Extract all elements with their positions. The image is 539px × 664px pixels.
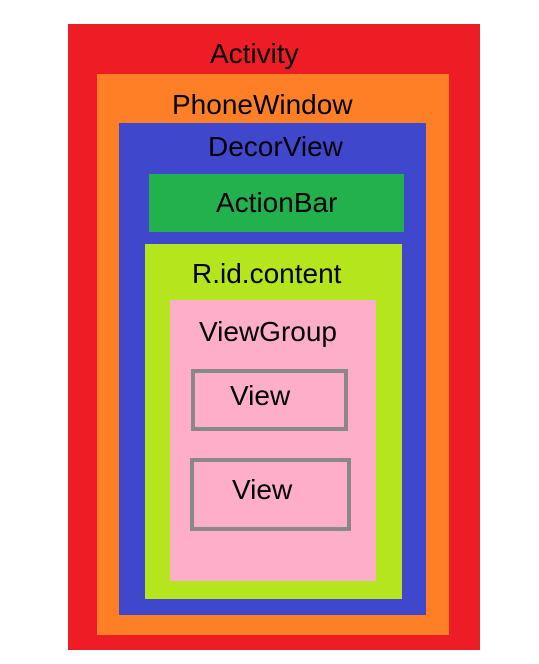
actionbar-box	[149, 174, 404, 232]
content-label: R.id.content	[192, 258, 342, 289]
view-box-1	[191, 369, 348, 431]
viewgroup-box	[170, 300, 376, 581]
phonewindow-label: PhoneWindow	[172, 89, 353, 120]
activity-label: Activity	[210, 38, 299, 69]
view-box-2	[190, 458, 351, 531]
decorview-label: DecorView	[208, 131, 343, 162]
view-label-2: View	[232, 474, 293, 505]
actionbar-label: ActionBar	[216, 187, 338, 218]
viewgroup-label: ViewGroup	[199, 316, 338, 347]
view-label-1: View	[230, 380, 291, 411]
